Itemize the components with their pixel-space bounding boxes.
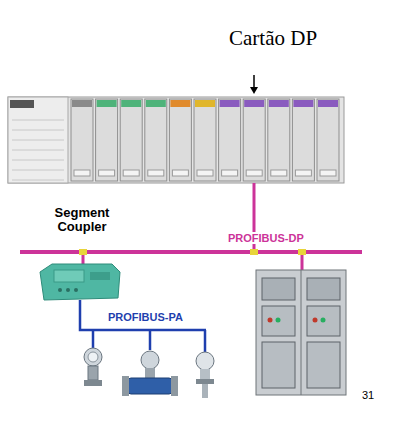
bus-label: PROFIBUS-DP: [228, 232, 304, 244]
pa-drop-line: [92, 330, 95, 348]
pointer-arrow-head: [250, 87, 258, 94]
segment-coupler-device: [40, 264, 120, 300]
level-transmitter: [196, 352, 214, 398]
coupler-node: Segment Coupler: [40, 206, 124, 234]
bus-label: PROFIBUS-PA: [108, 311, 183, 323]
io-module: [194, 99, 216, 181]
io-module: [169, 99, 191, 181]
io-module: [120, 99, 142, 181]
io-module: [292, 99, 314, 181]
slide-title: Cartão DP: [229, 26, 317, 51]
bus-tap: [298, 249, 306, 255]
plc-rack: [8, 97, 344, 183]
io-module: [96, 99, 118, 181]
flow-meter: [122, 351, 178, 396]
rack-modules: [71, 99, 339, 181]
io-module: [71, 99, 93, 181]
bus-tap: [79, 249, 87, 255]
node-label: Segment Coupler: [40, 206, 124, 234]
io-module: [317, 99, 339, 181]
io-module: [268, 99, 290, 181]
pointer-arrow: [253, 75, 255, 88]
bus-tap: [250, 249, 258, 255]
io-module: [145, 99, 167, 181]
io-module: [243, 99, 265, 181]
page-number: 31: [362, 389, 374, 401]
control-panel: [256, 270, 346, 395]
pa-drop-line: [204, 330, 207, 352]
dp-bus-line: [20, 250, 362, 254]
io-module: [219, 99, 241, 181]
pa-drop-line: [149, 330, 152, 350]
pressure-transmitter: [84, 348, 102, 386]
pa-line: [80, 300, 206, 330]
